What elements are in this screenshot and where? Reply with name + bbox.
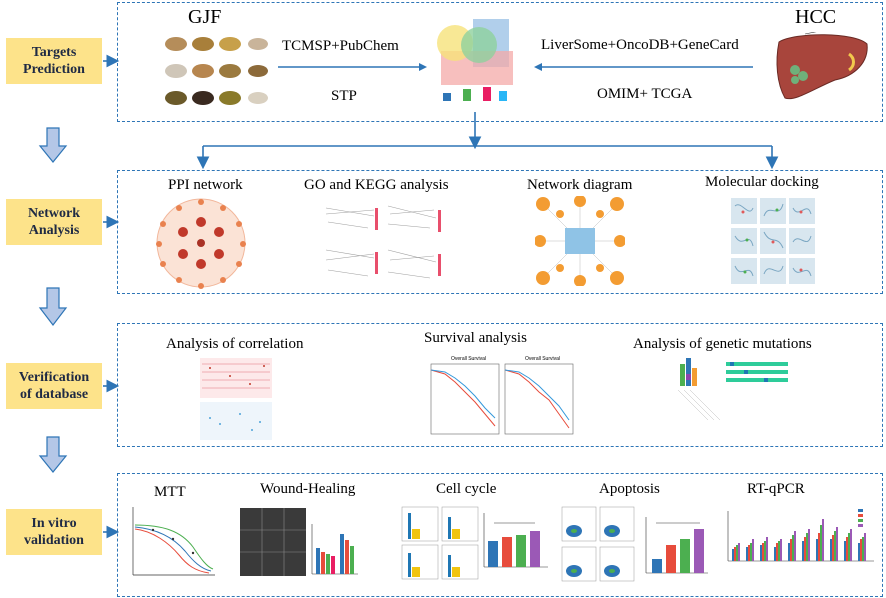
stage-label-line1: Verification [18,370,90,385]
network-panel [117,170,883,294]
molecular-docking-label: Molecular docking [705,174,819,190]
stage-label-line1: Targets [31,45,77,60]
mutation-label: Analysis of genetic mutations [633,336,812,352]
go-kegg-image [318,198,446,286]
survival-label: Survival analysis [424,330,527,346]
network-diagram-label: Network diagram [527,177,633,193]
survival-image: Overall Survival Overall Survival [425,356,581,444]
survival-plot-a-title: Overall Survival [451,356,487,362]
stp-label: STP [331,88,357,104]
stage-in-vitro-validation: In vitro validation [6,509,102,555]
down-arrow [38,436,68,473]
stage-label-line2: Analysis [28,223,80,238]
down-arrow [38,127,68,163]
stage-network-analysis: Network Analysis [6,199,102,245]
ppi-network-image [156,198,246,289]
stage-label-line1: In vitro [31,516,77,531]
herb-images [165,37,268,105]
arrow-gjf-to-venn [278,63,427,71]
mtt-image [132,507,215,576]
apoptosis-image [561,506,708,582]
tcmsp-pubchem-label: TCMSP+PubChem [282,38,399,54]
cell-cycle-image [401,506,548,580]
hcc-title: HCC [795,6,837,28]
database-panel [117,323,883,447]
stage-targets-prediction: Targets Prediction [6,38,102,84]
targets-panel [117,2,883,122]
down-arrow [38,287,68,326]
liver-image [776,32,868,100]
mutation-image [677,358,788,421]
correlation-image [200,358,272,440]
arrow-hcc-to-venn [534,63,753,71]
stage-label-line2: validation [24,533,84,548]
wound-healing-label: Wound-Healing [260,481,356,497]
survival-plot-b-title: Overall Survival [525,356,561,362]
correlation-label: Analysis of correlation [166,336,304,352]
omim-tcga-label: OMIM+ TCGA [597,86,693,102]
rt-qpcr-label: RT-qPCR [747,481,805,497]
wound-healing-image [240,508,358,576]
stage-label-line2: of database [19,387,89,402]
stage-label-line1: Network [27,206,81,221]
ppi-network-label: PPI network [168,177,243,193]
rt-qpcr-image [727,509,874,562]
stage-verification-database: Verification of database [6,363,102,409]
stage-label-line2: Prediction [23,62,85,77]
mtt-label: MTT [154,484,186,500]
apoptosis-label: Apoptosis [599,481,660,497]
molecular-docking-image [731,198,815,284]
venn-diagram [437,19,513,101]
go-kegg-label: GO and KEGG analysis [304,177,449,193]
vitro-panel [117,473,883,597]
liversome-label: LiverSome+OncoDB+GeneCard [541,37,739,53]
cell-cycle-label: Cell cycle [436,481,497,497]
network-diagram-image [535,196,625,286]
gjf-title: GJF [188,6,222,28]
